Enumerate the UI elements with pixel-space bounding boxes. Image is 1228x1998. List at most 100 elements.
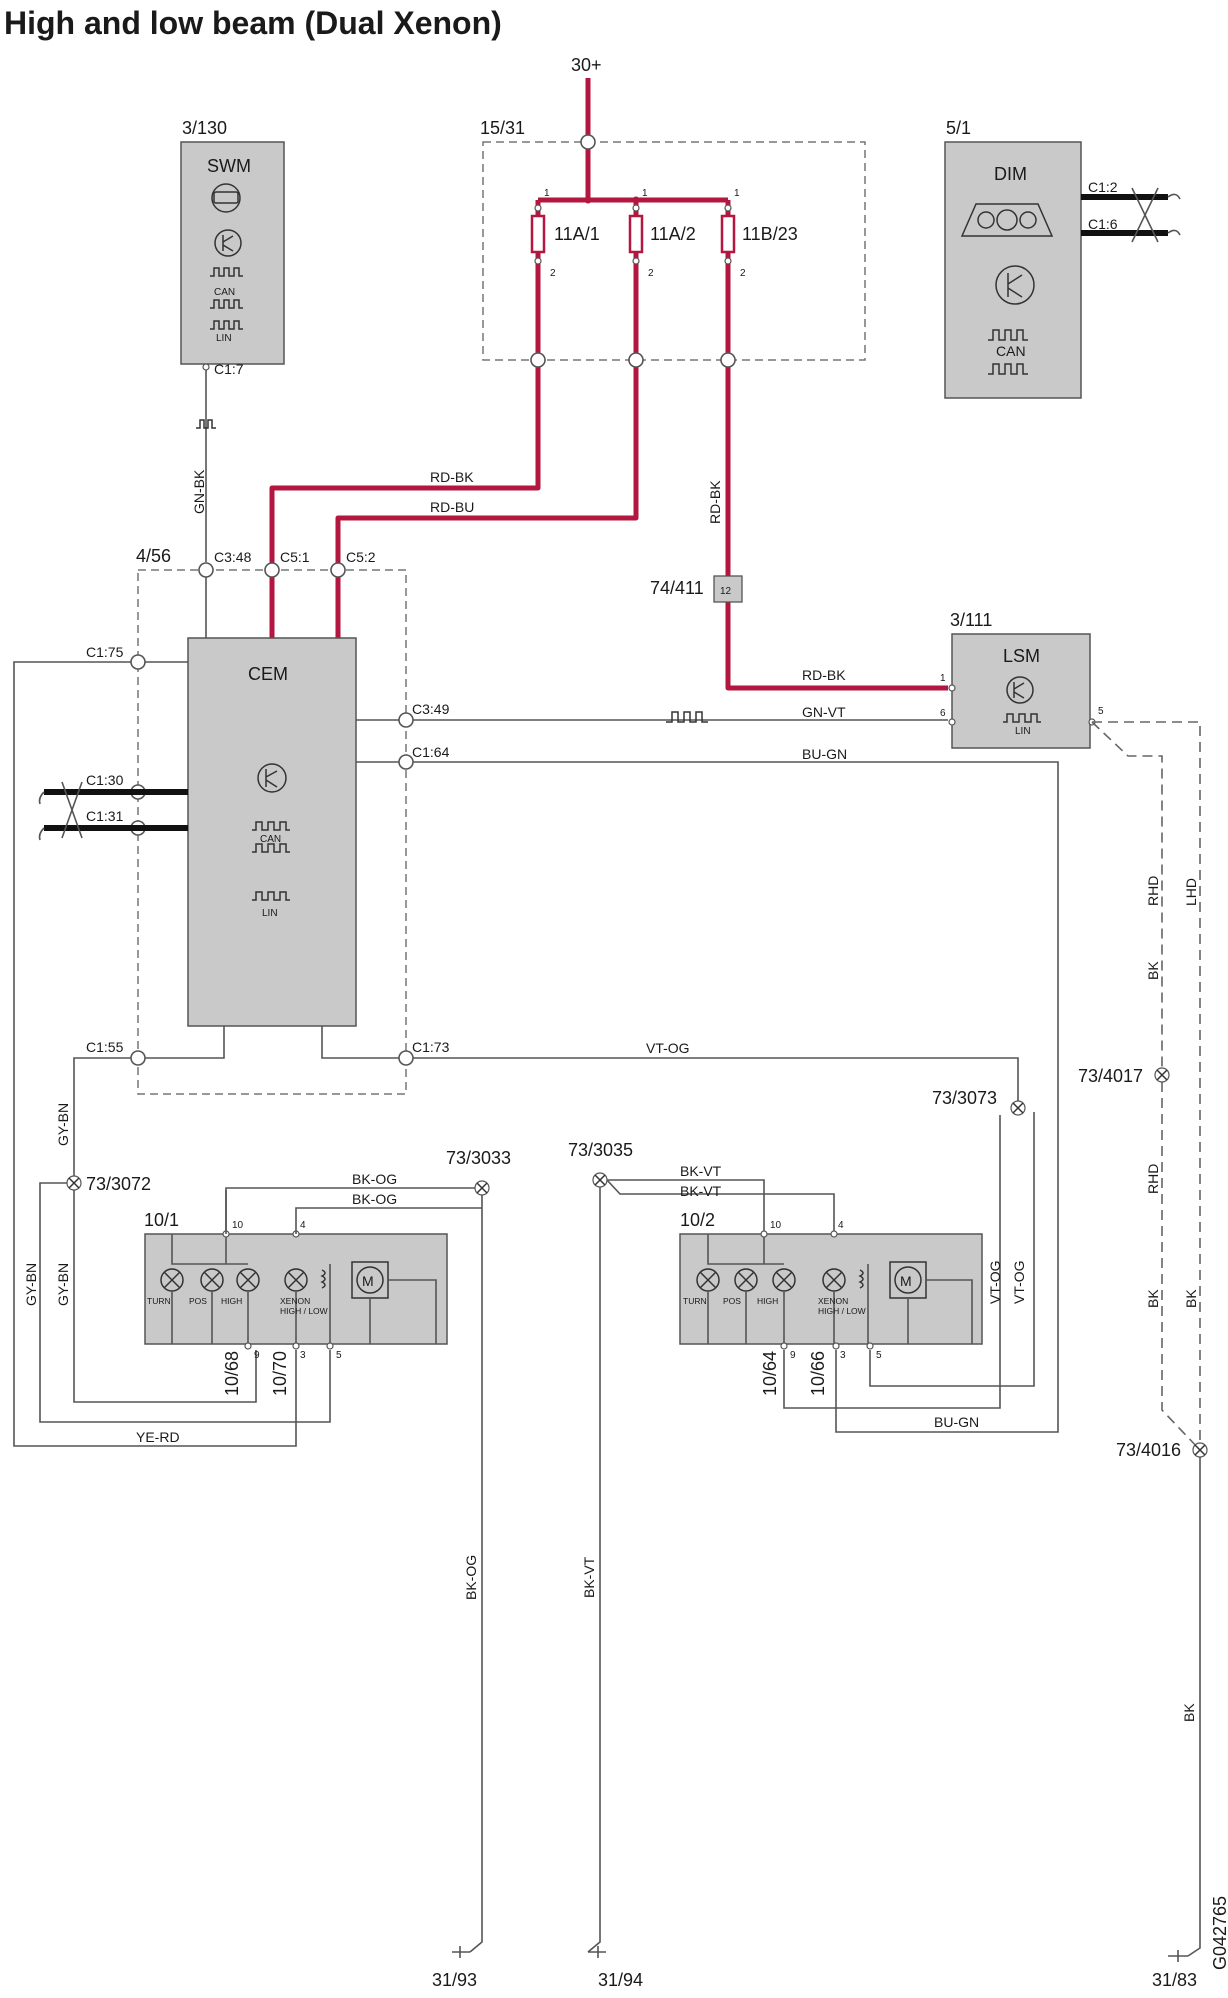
ground-31-93: 31/93 xyxy=(432,1946,477,1990)
dim-name: DIM xyxy=(994,164,1027,184)
svg-text:C1:75: C1:75 xyxy=(86,644,124,660)
svg-text:5: 5 xyxy=(336,1350,342,1361)
svg-text:GY-BN: GY-BN xyxy=(55,1103,71,1146)
svg-text:73/4017: 73/4017 xyxy=(1078,1066,1143,1086)
svg-text:C1:6: C1:6 xyxy=(1088,216,1118,232)
transistor-icon xyxy=(257,763,287,793)
motor-icon xyxy=(894,1266,922,1294)
svg-text:BU-GN: BU-GN xyxy=(934,1414,979,1430)
splice-73-4016: 73/4016 xyxy=(1116,1440,1208,1460)
svg-text:BK-VT: BK-VT xyxy=(581,1556,597,1598)
svg-text:YE-RD: YE-RD xyxy=(136,1429,180,1445)
svg-text:C1:7: C1:7 xyxy=(214,361,244,377)
svg-text:73/3035: 73/3035 xyxy=(568,1140,633,1160)
fuse-11a1 xyxy=(530,214,546,254)
svg-text:73/4016: 73/4016 xyxy=(1116,1440,1181,1460)
svg-text:1: 1 xyxy=(940,673,946,684)
splice-73-3033: 73/3033 xyxy=(446,1148,511,1196)
svg-text:BK: BK xyxy=(1145,961,1161,980)
svg-text:HIGH / LOW: HIGH / LOW xyxy=(818,1306,866,1316)
svg-text:BK-VT: BK-VT xyxy=(680,1163,722,1179)
ground-31-83: 31/83 xyxy=(1152,1950,1197,1990)
svg-text:6: 6 xyxy=(940,708,946,719)
fusebox-15-31: 15/31 1 1 1 2 2 2 11A/1 11A/2 11B/23 xyxy=(480,118,866,368)
transistor-icon xyxy=(214,229,242,257)
svg-text:73/3033: 73/3033 xyxy=(446,1148,511,1168)
can-bus-dim xyxy=(1081,187,1181,243)
svg-text:4/56: 4/56 xyxy=(136,546,171,566)
svg-text:C1:2: C1:2 xyxy=(1088,179,1118,195)
supply-circuit: 30+ xyxy=(269,55,948,691)
fuse-label-11a2: 11A/2 xyxy=(650,224,696,244)
svg-text:10/64: 10/64 xyxy=(760,1351,780,1396)
svg-text:M: M xyxy=(900,1273,912,1289)
svg-text:VT-OG: VT-OG xyxy=(1011,1260,1027,1304)
svg-text:3: 3 xyxy=(300,1350,306,1361)
fusebox-id: 15/31 xyxy=(480,118,525,138)
can-bus-cem xyxy=(38,781,188,841)
svg-text:C3:48: C3:48 xyxy=(214,549,252,565)
lsm-name: LSM xyxy=(1003,646,1040,666)
svg-text:XENON: XENON xyxy=(818,1296,848,1306)
lsm-module: 3/111 LSM LIN 1 6 5 xyxy=(940,610,1104,749)
connector-74-411: 12 74/411 xyxy=(650,575,743,603)
svg-text:CAN: CAN xyxy=(996,343,1026,359)
svg-text:10: 10 xyxy=(770,1220,782,1231)
headlamp-left: 10/1 M TURN POS HIGH XENON HIGH / LOW 10… xyxy=(144,1190,448,1396)
page-title: High and low beam (Dual Xenon) xyxy=(4,5,502,41)
supply-label: 30+ xyxy=(571,55,602,75)
svg-text:VT-OG: VT-OG xyxy=(987,1260,1003,1304)
svg-text:73/3072: 73/3072 xyxy=(86,1174,151,1194)
svg-text:C5:1: C5:1 xyxy=(280,549,310,565)
svg-text:HIGH / LOW: HIGH / LOW xyxy=(280,1306,328,1316)
svg-text:RD-BK: RD-BK xyxy=(707,480,723,524)
svg-text:31/94: 31/94 xyxy=(598,1970,643,1990)
svg-text:5: 5 xyxy=(876,1350,882,1361)
svg-text:RD-BU: RD-BU xyxy=(430,499,474,515)
svg-text:10: 10 xyxy=(232,1220,244,1231)
svg-text:GN-BK: GN-BK xyxy=(191,469,207,514)
svg-text:3/111: 3/111 xyxy=(950,610,992,630)
svg-text:RHD: RHD xyxy=(1145,876,1161,906)
svg-text:4: 4 xyxy=(300,1220,306,1231)
fuse-label-11a1: 11A/1 xyxy=(554,224,600,244)
cem-name: CEM xyxy=(248,664,288,684)
svg-text:RD-BK: RD-BK xyxy=(802,667,846,683)
svg-text:1: 1 xyxy=(642,188,648,199)
svg-text:LHD: LHD xyxy=(1183,878,1199,906)
svg-text:C1:64: C1:64 xyxy=(412,744,450,760)
splice-73-4017: 73/4017 xyxy=(1078,1066,1170,1086)
svg-text:C1:30: C1:30 xyxy=(86,772,124,788)
svg-text:2: 2 xyxy=(740,268,746,279)
svg-text:2: 2 xyxy=(648,268,654,279)
splice-73-3073: 73/3073 xyxy=(932,1088,1026,1116)
fuse-11a2 xyxy=(628,214,644,254)
svg-text:C3:49: C3:49 xyxy=(412,701,450,717)
svg-text:3/130: 3/130 xyxy=(182,118,227,138)
swm-name: SWM xyxy=(207,156,251,176)
swm-module: 3/130 SWM CAN LIN C1:7 xyxy=(180,118,285,377)
svg-text:BK-OG: BK-OG xyxy=(352,1171,397,1187)
svg-text:10/66: 10/66 xyxy=(808,1351,828,1396)
fuse-11b23 xyxy=(720,214,736,254)
svg-text:10/1: 10/1 xyxy=(144,1210,179,1230)
svg-text:CAN: CAN xyxy=(260,834,281,845)
svg-text:TURN: TURN xyxy=(147,1296,171,1306)
figure-id: G042765 xyxy=(1210,1896,1228,1970)
svg-text:XENON: XENON xyxy=(280,1296,310,1306)
svg-text:CAN: CAN xyxy=(214,287,235,298)
svg-text:HIGH: HIGH xyxy=(757,1296,778,1306)
headlamp-right: 10/2 M TURN POS HIGH XENON HIGH / LOW 10… xyxy=(679,1210,983,1396)
svg-text:9: 9 xyxy=(254,1350,260,1361)
transistor-icon xyxy=(1006,676,1034,704)
svg-text:LIN: LIN xyxy=(216,333,232,344)
ground-31-94: 31/94 xyxy=(588,1946,643,1990)
svg-text:LIN: LIN xyxy=(1015,726,1031,737)
transistor-icon xyxy=(995,265,1035,305)
svg-text:RD-BK: RD-BK xyxy=(430,469,474,485)
svg-text:LIN: LIN xyxy=(262,908,278,919)
svg-text:1: 1 xyxy=(734,188,740,199)
steering-wheel-icon xyxy=(211,183,241,213)
svg-text:10/70: 10/70 xyxy=(270,1351,290,1396)
